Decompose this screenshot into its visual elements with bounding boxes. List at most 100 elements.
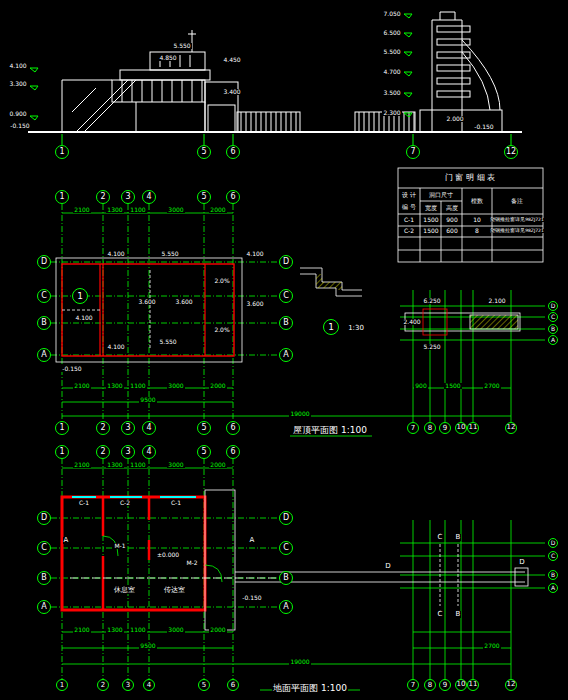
annotation-text: 编 号 [401, 204, 417, 210]
annotation-text: 1300 [106, 207, 123, 213]
axis-bubble: D [279, 511, 293, 525]
annotation-text: 5.550 [172, 43, 191, 49]
axis-number: 1 [59, 148, 64, 156]
annotation-text: M-1 [113, 543, 126, 549]
axis-number: A [41, 351, 46, 359]
axis-number: 1 [59, 424, 64, 432]
axis-number: B [283, 574, 289, 582]
annotation-text: 9500 [139, 643, 156, 649]
axis-number: 5 [201, 148, 206, 156]
axis-number: 10 [457, 681, 466, 688]
axis-bubble: A [37, 348, 51, 362]
annotation-text: 2100 [73, 207, 90, 213]
axis-bubble: 2 [96, 190, 110, 204]
axis-number: B [41, 574, 47, 582]
annotation-text: 600 [445, 228, 458, 234]
annotation-text: 3.400 [222, 89, 241, 95]
roof-plan [51, 204, 545, 425]
axis-bubble: 10 [455, 679, 468, 692]
axis-number: D [41, 258, 47, 266]
axis-number: 2 [100, 193, 105, 201]
axis-bubble: C [37, 541, 51, 555]
axis-bubble: 7 [407, 422, 419, 434]
annotation-text: 8 [474, 228, 480, 234]
annotation-text: 1100 [129, 627, 146, 633]
axis-number: 10 [457, 424, 466, 431]
axis-number: 2 [101, 682, 105, 689]
axis-number: 3 [125, 424, 130, 432]
annotation-text: D [384, 563, 391, 570]
annotation-text: 屋顶平面图 1:100 [292, 426, 368, 435]
axis-bubble: B [279, 316, 293, 330]
annotation-text: 4.700 [382, 69, 401, 75]
elevation [28, 12, 522, 145]
annotation-text: A [63, 537, 70, 544]
axis-bubble: 5 [197, 190, 211, 204]
annotation-text: 塑钢推拉窗详见98ZJ721 [489, 218, 545, 223]
annotation-text: 3.600 [137, 299, 156, 305]
axis-bubble: 4 [143, 679, 155, 691]
annotation-text: 休息室 [113, 587, 136, 594]
axis-bubble: 3 [121, 421, 135, 435]
annotation-text: 1100 [129, 207, 146, 213]
annotation-text: M-2 [185, 560, 198, 566]
annotation-text: -0.150 [473, 124, 494, 130]
axis-bubble: D [548, 301, 558, 311]
annotation-text: 设 计 [401, 192, 417, 198]
axis-number: C [551, 314, 555, 320]
axis-number: 6 [230, 148, 235, 156]
annotation-text: C-1 [403, 217, 415, 223]
axis-number: 7 [410, 148, 415, 156]
axis-bubble: 5 [198, 679, 210, 691]
annotation-text: 2.400 [402, 319, 421, 325]
annotation-text: 3.300 [8, 81, 27, 87]
annotation-text: C [437, 534, 444, 541]
axis-number: B [283, 319, 289, 327]
axis-number: A [283, 603, 288, 611]
axis-bubble: 7 [406, 145, 420, 159]
annotation-text: 0.900 [8, 111, 27, 117]
axis-number: 1 [328, 323, 334, 332]
axis-number: B [41, 319, 47, 327]
annotation-text: C-1 [78, 500, 90, 506]
annotation-text: 9500 [139, 397, 156, 403]
axis-number: C [41, 544, 47, 552]
axis-bubble: C [548, 551, 558, 561]
axis-bubble: 2 [96, 421, 110, 435]
annotation-text: 4.100 [106, 344, 125, 350]
axis-bubble: 10 [455, 422, 468, 435]
axis-bubble: A [279, 600, 293, 614]
axis-number: D [41, 514, 47, 522]
axis-bubble: A [37, 600, 51, 614]
annotation-text: 1100 [129, 383, 146, 389]
annotation-text: 2700 [483, 643, 500, 649]
annotation-text: 4.100 [8, 63, 27, 69]
axis-number: D [551, 303, 556, 309]
axis-number: A [41, 603, 46, 611]
annotation-text: C [437, 611, 444, 618]
annotation-text: 高度 [445, 205, 459, 211]
axis-number: 7 [411, 682, 415, 689]
axis-number: 2 [100, 448, 105, 456]
axis-number: 4 [146, 193, 151, 201]
axis-bubble: D [37, 255, 51, 269]
axis-bubble: 9 [439, 679, 451, 691]
axis-number: 5 [201, 424, 206, 432]
axis-bubble: C [548, 312, 558, 322]
annotation-text: C-2 [403, 228, 415, 234]
annotation-text: 樘数 [470, 198, 484, 204]
annotation-text: 2.000 [445, 116, 464, 122]
annotation-text: 2.300 [382, 110, 401, 116]
door-window-table [398, 168, 543, 262]
annotation-text: 1:30 [347, 325, 365, 332]
axis-bubble: 4 [142, 190, 156, 204]
axis-bubble: 1 [56, 679, 68, 691]
axis-number: D [283, 258, 289, 266]
annotation-text: 19000 [289, 411, 310, 417]
axis-number: 1 [60, 682, 64, 689]
axis-bubble: 12 [505, 422, 518, 435]
annotation-text: D [518, 559, 525, 566]
axis-bubble: A [279, 348, 293, 362]
axis-bubble: 3 [121, 190, 135, 204]
axis-bubble: D [37, 511, 51, 525]
